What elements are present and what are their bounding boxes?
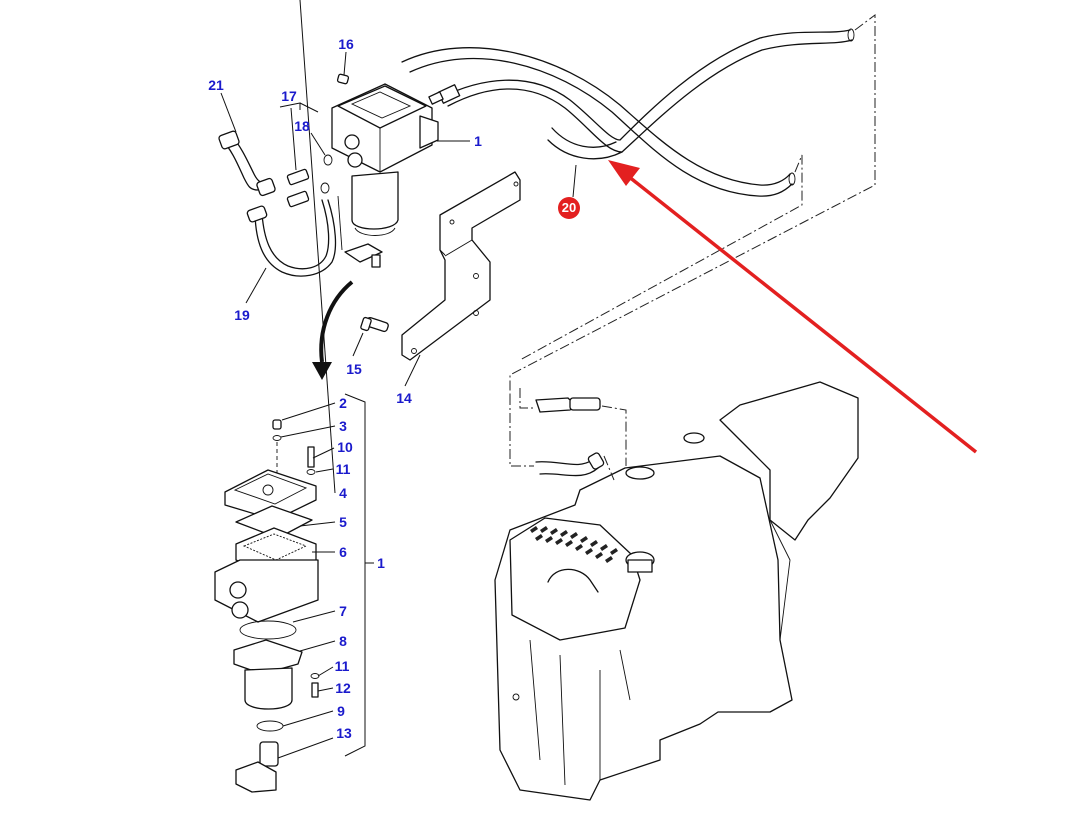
callout-3[interactable]: 3 <box>339 418 347 434</box>
callout-11-bottom[interactable]: 11 <box>334 658 350 674</box>
callout-17[interactable]: 17 <box>281 88 297 104</box>
callout-7[interactable]: 7 <box>339 603 347 619</box>
tank-grille <box>530 526 618 563</box>
callout-21[interactable]: 21 <box>208 77 224 93</box>
fitting-21-hose[interactable] <box>218 130 276 197</box>
kit-bracket-brace <box>344 393 374 757</box>
callout-2[interactable]: 2 <box>339 395 347 411</box>
assembly-leader-lines <box>509 14 876 395</box>
callout-leader-lines <box>220 0 577 759</box>
callout-12[interactable]: 12 <box>335 680 351 696</box>
fuel-tank[interactable] <box>494 381 859 801</box>
callout-8[interactable]: 8 <box>339 633 347 649</box>
callout-19[interactable]: 19 <box>234 307 250 323</box>
connectors-17[interactable] <box>286 168 310 208</box>
callout-16[interactable]: 16 <box>338 36 354 52</box>
hose-19[interactable] <box>246 195 343 277</box>
callout-11-top[interactable]: 11 <box>335 461 351 477</box>
callout-20-highlighted[interactable]: 20 <box>558 197 580 219</box>
bolt-15[interactable] <box>360 316 389 333</box>
callout-5[interactable]: 5 <box>339 514 347 530</box>
callout-10[interactable]: 10 <box>337 439 353 455</box>
fuel-pipe-20[interactable] <box>401 28 855 197</box>
filter-kit-exploded[interactable] <box>214 419 320 793</box>
bracket-14[interactable] <box>401 171 521 361</box>
pipe-connector <box>428 84 461 105</box>
fuel-filter-assembly[interactable] <box>331 83 439 268</box>
callout-6[interactable]: 6 <box>339 544 347 560</box>
callout-4[interactable]: 4 <box>339 485 347 501</box>
callout-1-kit[interactable]: 1 <box>377 555 385 571</box>
tank-hoses[interactable] <box>509 388 627 481</box>
callout-15[interactable]: 15 <box>346 361 362 377</box>
callout-18[interactable]: 18 <box>294 118 310 134</box>
callout-9[interactable]: 9 <box>337 703 345 719</box>
callout-14[interactable]: 14 <box>396 390 412 406</box>
explode-direction-arrow <box>312 280 354 380</box>
callout-13[interactable]: 13 <box>336 725 352 741</box>
o-rings-18[interactable] <box>320 154 333 194</box>
callout-1-filter[interactable]: 1 <box>474 133 482 149</box>
highlight-arrow <box>608 160 978 454</box>
bolt-16[interactable] <box>336 73 350 85</box>
